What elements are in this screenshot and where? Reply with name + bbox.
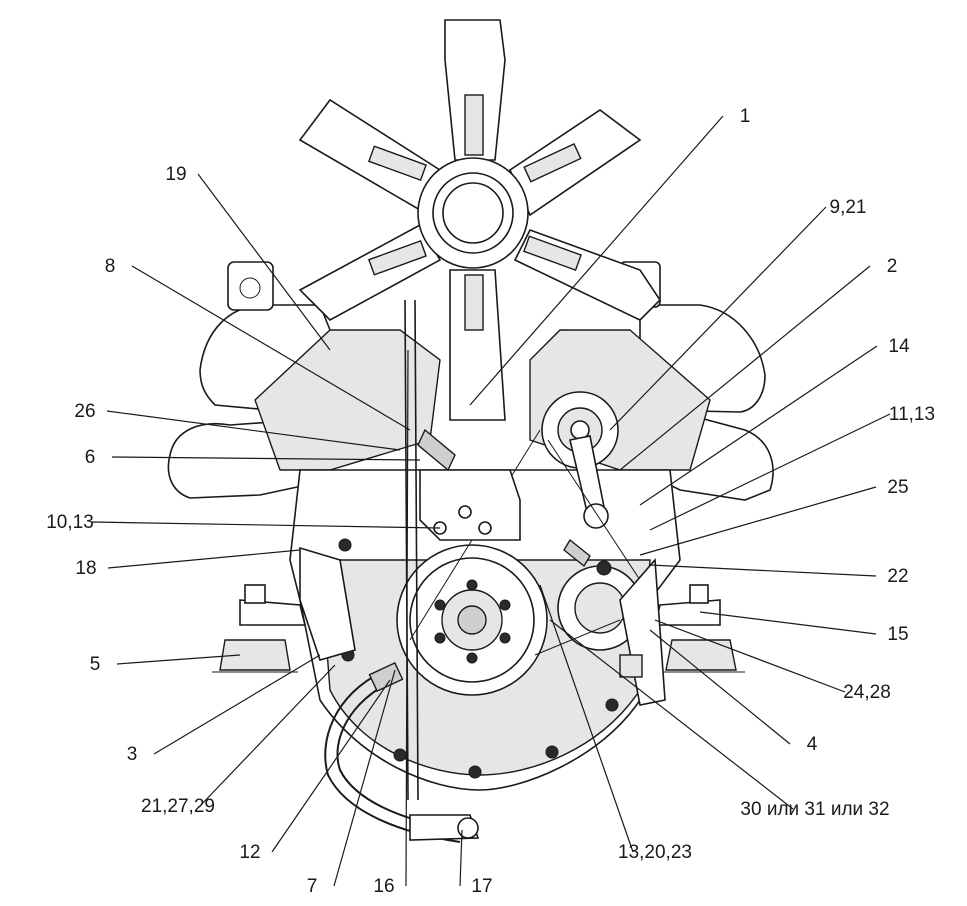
callout-c1: 1 [469,106,751,406]
left-engine-mount [212,584,307,673]
callout-c26: 26 [74,401,401,451]
callout-label: 18 [75,558,96,579]
left-side-bracket [299,546,356,661]
callout-label: 21,27,29 [141,796,215,817]
callout-c19: 19 [165,164,331,351]
right-engine-mount [653,584,745,673]
callout-label: 25 [887,477,908,498]
cooling-fan [298,19,662,421]
leader-line [131,265,411,431]
callout-label: 4 [807,734,818,755]
accessory-pulley [557,560,643,651]
callout-label: 30 или 31 или 32 [740,799,889,820]
callout-label: 22 [887,566,908,587]
callout-label: 1 [740,106,751,127]
callout-c921: 9,21 [609,197,867,431]
callout-c303132: 30 или 31 или 32 [549,619,890,820]
callout-c17: 17 [459,829,493,897]
leader-line [107,549,301,569]
leader-line [469,115,724,406]
callout-label: 9,21 [830,197,867,218]
leader-line [197,173,331,351]
leader-line [649,413,891,531]
callout-label: 5 [90,654,101,675]
callout-c2428: 24,28 [654,619,891,703]
leader-line [539,584,634,853]
leader-line [639,345,878,506]
left-cap-hole [239,277,261,299]
callout-layer: 1 19 9,21 8 2 14 26 11,13 6 25 10,13 18 22 15 5 24,28 3 4… [46,106,935,897]
callout-label: 26 [74,401,95,422]
bracket-bolts [433,505,492,535]
callout-label: 10,13 [46,512,94,533]
callout-label: 19 [165,164,186,185]
leader-line [199,664,336,807]
engine-drawing [167,19,774,843]
callout-c2: 2 [619,256,898,471]
dipstick-tube [404,299,419,801]
leader-line [654,619,846,693]
leader-line [609,206,827,431]
tensioner-pivot [583,503,609,529]
callout-c7: 7 [307,669,396,897]
leader-line [649,629,791,745]
callout-label: 2 [887,256,898,277]
callout-label: 11,13 [889,404,935,425]
leader-line [116,654,241,665]
callout-c8: 8 [105,256,411,431]
callout-c22: 22 [649,564,909,587]
leader-line [153,654,321,755]
leader-line [699,611,877,635]
callout-label: 17 [471,876,492,897]
callout-c25: 25 [639,477,909,556]
drain-plug [457,817,479,839]
right-sensor-box [619,654,643,678]
alternator-bracket [419,469,521,541]
callout-c1013: 10,13 [46,512,441,533]
tensioner-pulley [541,391,619,469]
callout-label: 16 [373,876,394,897]
leader-line [459,829,463,887]
callout-c14: 14 [639,336,910,506]
callout-label: 6 [85,447,96,468]
callout-c5: 5 [90,654,241,675]
callout-label: 24,28 [843,682,891,703]
callout-c1113: 11,13 [649,404,935,531]
callout-c3: 3 [127,654,321,765]
callout-c212729: 21,27,29 [141,664,336,817]
left-oil-filler-cap [227,261,274,311]
callout-c12: 12 [239,679,391,863]
crankshaft-pulley [396,544,548,696]
leader-line [619,265,871,471]
leader-line [405,349,409,887]
leader-line [549,619,794,810]
callout-label: 15 [887,624,908,645]
hose-clamp [368,661,404,693]
leader-line [111,456,421,461]
callout-label: 14 [888,336,910,357]
leader-line [106,410,401,451]
leader-line [649,564,877,577]
callout-label: 3 [127,744,138,765]
leader-line [639,486,877,556]
callout-label: 12 [239,842,260,863]
callout-c6: 6 [85,447,421,468]
callout-c132023: 13,20,23 [539,584,692,863]
leader-line [91,521,441,529]
callout-c4: 4 [649,629,818,755]
leader-line [333,669,396,887]
leader-line [271,679,391,853]
callout-c15: 15 [699,611,909,645]
callout-c16: 16 [373,349,409,897]
spring-element-right [563,538,591,568]
callout-c18: 18 [75,549,301,579]
lower-hose-inner [324,671,461,843]
left-cylinder-head [254,329,441,471]
callout-label: 7 [307,876,318,897]
spring-element [417,428,456,472]
callout-label: 13,20,23 [618,842,692,863]
callout-label: 8 [105,256,116,277]
